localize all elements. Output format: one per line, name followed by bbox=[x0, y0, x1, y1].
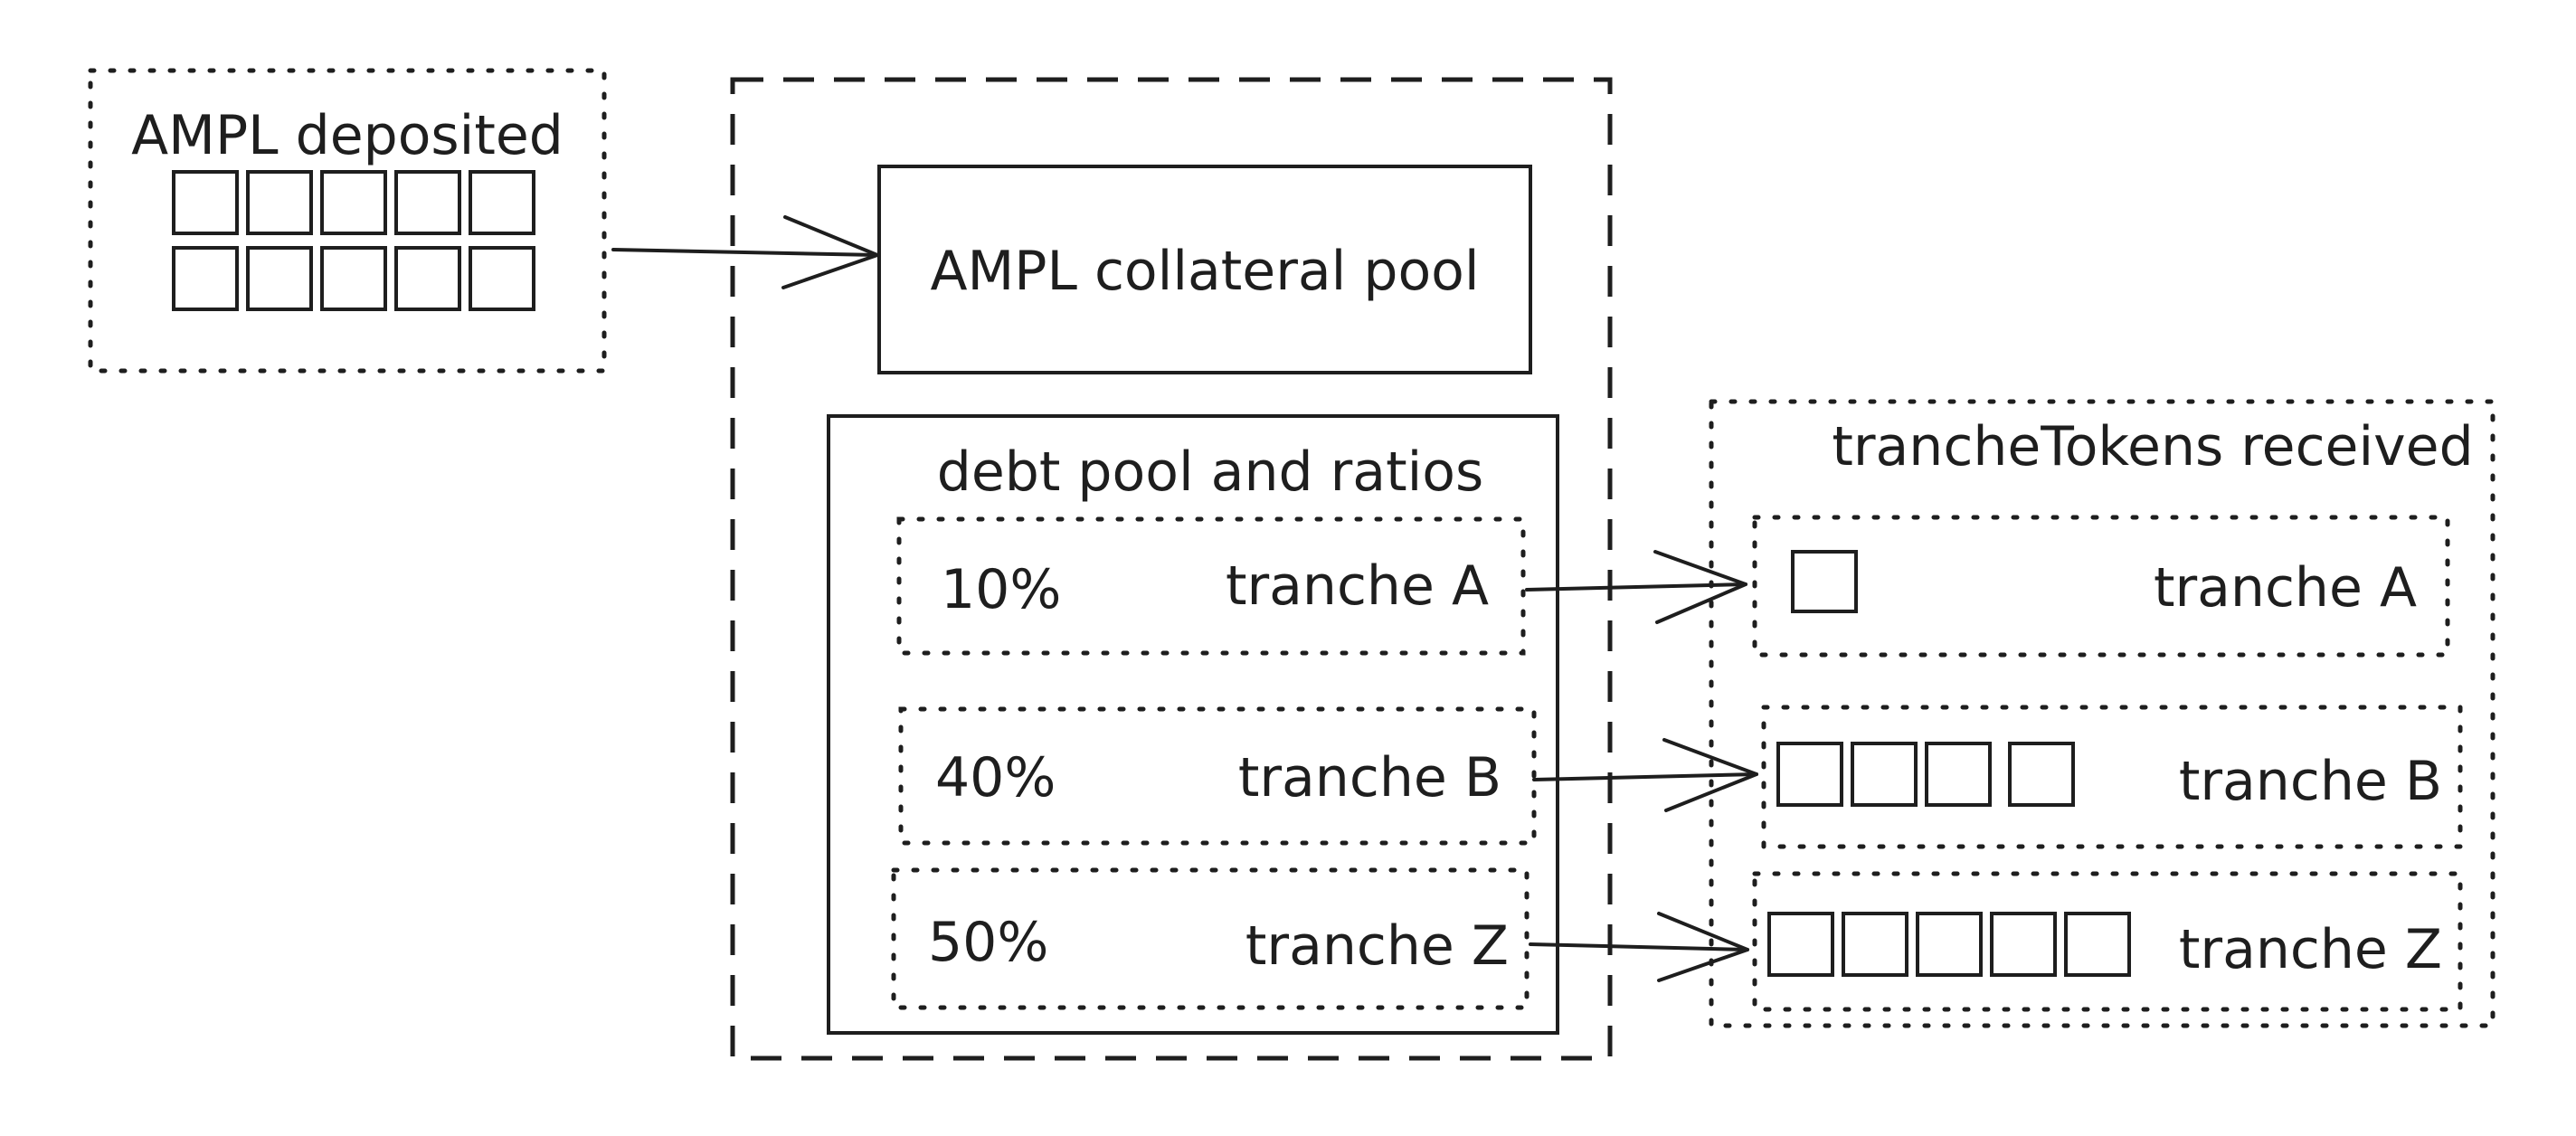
tranche-z-percent: 50% bbox=[928, 911, 1048, 974]
received-token bbox=[1791, 550, 1858, 613]
received-tranche-z: tranche Z bbox=[1752, 871, 2463, 1012]
tranche-z-name: tranche Z bbox=[1245, 914, 1509, 978]
received-token bbox=[2064, 912, 2131, 977]
deposit-label: AMPL deposited bbox=[131, 104, 564, 167]
debt-tranche-z: 50% tranche Z bbox=[891, 867, 1530, 1010]
received-token bbox=[1842, 912, 1908, 977]
collateral-pool-box: AMPL collateral pool bbox=[877, 165, 1532, 374]
deposit-token bbox=[320, 246, 387, 311]
tranche-a-percent: 10% bbox=[941, 558, 1061, 621]
deposit-token bbox=[320, 170, 387, 235]
received-tranche-a: tranche A bbox=[1752, 515, 2450, 658]
received-tranche-b: tranche B bbox=[1761, 705, 2463, 849]
received-tranche-z-name: tranche Z bbox=[2179, 918, 2442, 981]
tranche-b-percent: 40% bbox=[935, 746, 1056, 809]
deposit-tokens bbox=[172, 170, 535, 311]
deposit-token bbox=[394, 246, 461, 311]
deposit-token bbox=[469, 170, 535, 235]
debt-pool-box: debt pool and ratios 10% tranche A 40% t… bbox=[827, 414, 1559, 1035]
received-token bbox=[2008, 742, 2075, 807]
deposit-token bbox=[172, 246, 239, 311]
tranche-container bbox=[730, 77, 1613, 1061]
collateral-pool-label: AMPL collateral pool bbox=[930, 240, 1479, 303]
tranche-b-name: tranche B bbox=[1238, 746, 1501, 809]
deposit-box: AMPL deposited bbox=[88, 68, 607, 374]
received-token bbox=[1851, 742, 1918, 807]
received-token bbox=[1916, 912, 1983, 977]
deposit-token bbox=[394, 170, 461, 235]
received-token bbox=[1776, 742, 1843, 807]
tranche-a-name: tranche A bbox=[1226, 554, 1489, 618]
received-tranche-b-name: tranche B bbox=[2179, 750, 2442, 813]
received-token bbox=[1767, 912, 1834, 977]
deposit-token bbox=[246, 170, 313, 235]
debt-pool-label: debt pool and ratios bbox=[937, 440, 1483, 504]
arrow-deposit-to-pool bbox=[611, 215, 879, 289]
debt-tranche-b: 40% tranche B bbox=[898, 706, 1537, 846]
received-label: trancheTokens received bbox=[1832, 415, 2473, 478]
deposit-token bbox=[246, 246, 313, 311]
arrow-tranche-z bbox=[1529, 912, 1749, 982]
deposit-token bbox=[172, 170, 239, 235]
arrow-tranche-b bbox=[1532, 738, 1758, 812]
debt-tranche-a: 10% tranche A bbox=[896, 516, 1526, 656]
received-token bbox=[1925, 742, 1992, 807]
deposit-token bbox=[469, 246, 535, 311]
received-tranche-a-name: tranche A bbox=[2154, 556, 2417, 620]
received-box: trancheTokens received tranche A tranche… bbox=[1709, 399, 2496, 1028]
received-token bbox=[1990, 912, 2057, 977]
